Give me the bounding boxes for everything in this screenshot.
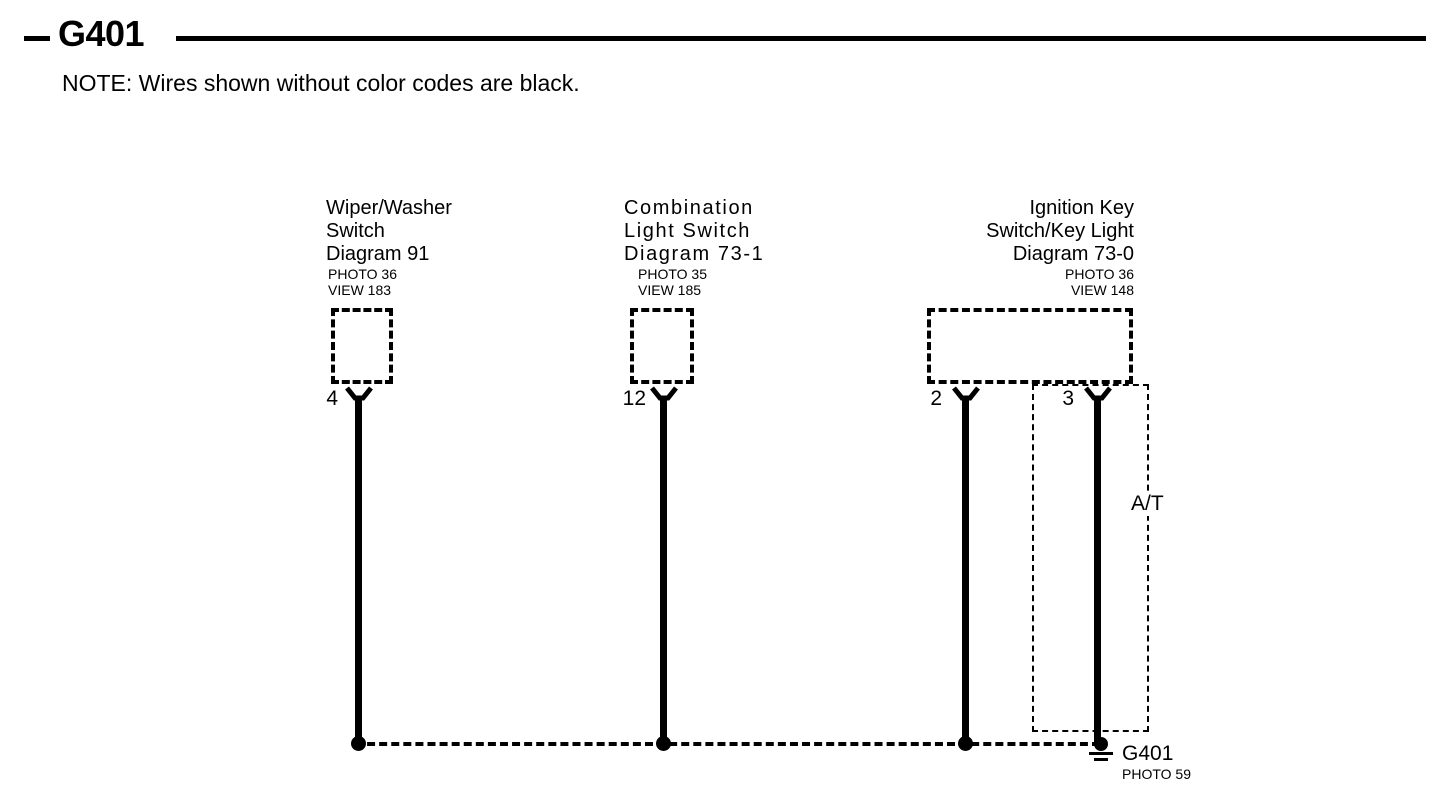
pin-number-12: 12 xyxy=(622,387,646,410)
wire-ignition-key-switch-to-ground xyxy=(962,396,969,744)
junction-dot xyxy=(351,736,366,751)
junction-dot xyxy=(958,736,973,751)
component-view-ref: VIEW 148 xyxy=(1070,282,1134,298)
ground-label: G401 xyxy=(1122,742,1174,765)
header-rule xyxy=(176,36,1426,41)
component-diagram-ref: Diagram 73-1 xyxy=(624,243,765,265)
wire-wiper-washer-to-ground xyxy=(355,396,362,744)
connector-box-combination-light-switch xyxy=(630,308,694,384)
connector-box-wiper-washer-switch xyxy=(331,308,393,384)
component-diagram-ref: Diagram 73-0 xyxy=(1012,243,1134,265)
component-view-ref: VIEW 185 xyxy=(638,282,702,298)
pin-number-2: 2 xyxy=(930,387,942,410)
junction-dot xyxy=(656,736,671,751)
wire-key-light-to-ground xyxy=(1094,396,1101,742)
component-diagram-ref: Diagram 91 xyxy=(326,243,430,265)
optional-equipment-region-at xyxy=(1032,384,1149,732)
pin-number-3: 3 xyxy=(1062,387,1074,410)
component-label-combination-light-switch: Combination Light Switch Diagram 73-1 PH… xyxy=(624,197,764,298)
component-photo-ref: PHOTO 35 xyxy=(638,266,707,282)
pin-number-4: 4 xyxy=(326,387,338,410)
ground-photo-ref: PHOTO 59 xyxy=(1122,766,1191,782)
component-label-wiper-washer-switch: Wiper/Washer Switch Diagram 91 PHOTO 36 … xyxy=(326,197,452,298)
page-title: G401 xyxy=(58,13,145,54)
component-name-line1: Ignition Key xyxy=(1029,197,1134,219)
component-photo-ref: PHOTO 36 xyxy=(1065,266,1134,282)
component-label-ignition-key-switch: Ignition Key Switch/Key Light Diagram 73… xyxy=(914,197,1134,298)
component-photo-ref: PHOTO 36 xyxy=(328,266,397,282)
optional-equipment-label: A/T xyxy=(1129,492,1166,516)
title-leading-dash xyxy=(24,36,50,41)
component-name-line2: Switch xyxy=(326,220,385,242)
ground-symbol-icon xyxy=(1089,737,1113,761)
component-view-ref: VIEW 183 xyxy=(328,282,392,298)
wire-combination-light-to-ground xyxy=(660,396,667,744)
component-name-line2: Switch/Key Light xyxy=(986,220,1134,242)
note-text: NOTE: Wires shown without color codes ar… xyxy=(62,70,580,96)
component-name-line1: Combination xyxy=(624,197,754,219)
component-name-line1: Wiper/Washer xyxy=(326,197,452,219)
ground-bus-line xyxy=(355,742,1100,746)
component-name-line2: Light Switch xyxy=(624,220,752,242)
connector-box-ignition-key-switch xyxy=(927,308,1133,384)
